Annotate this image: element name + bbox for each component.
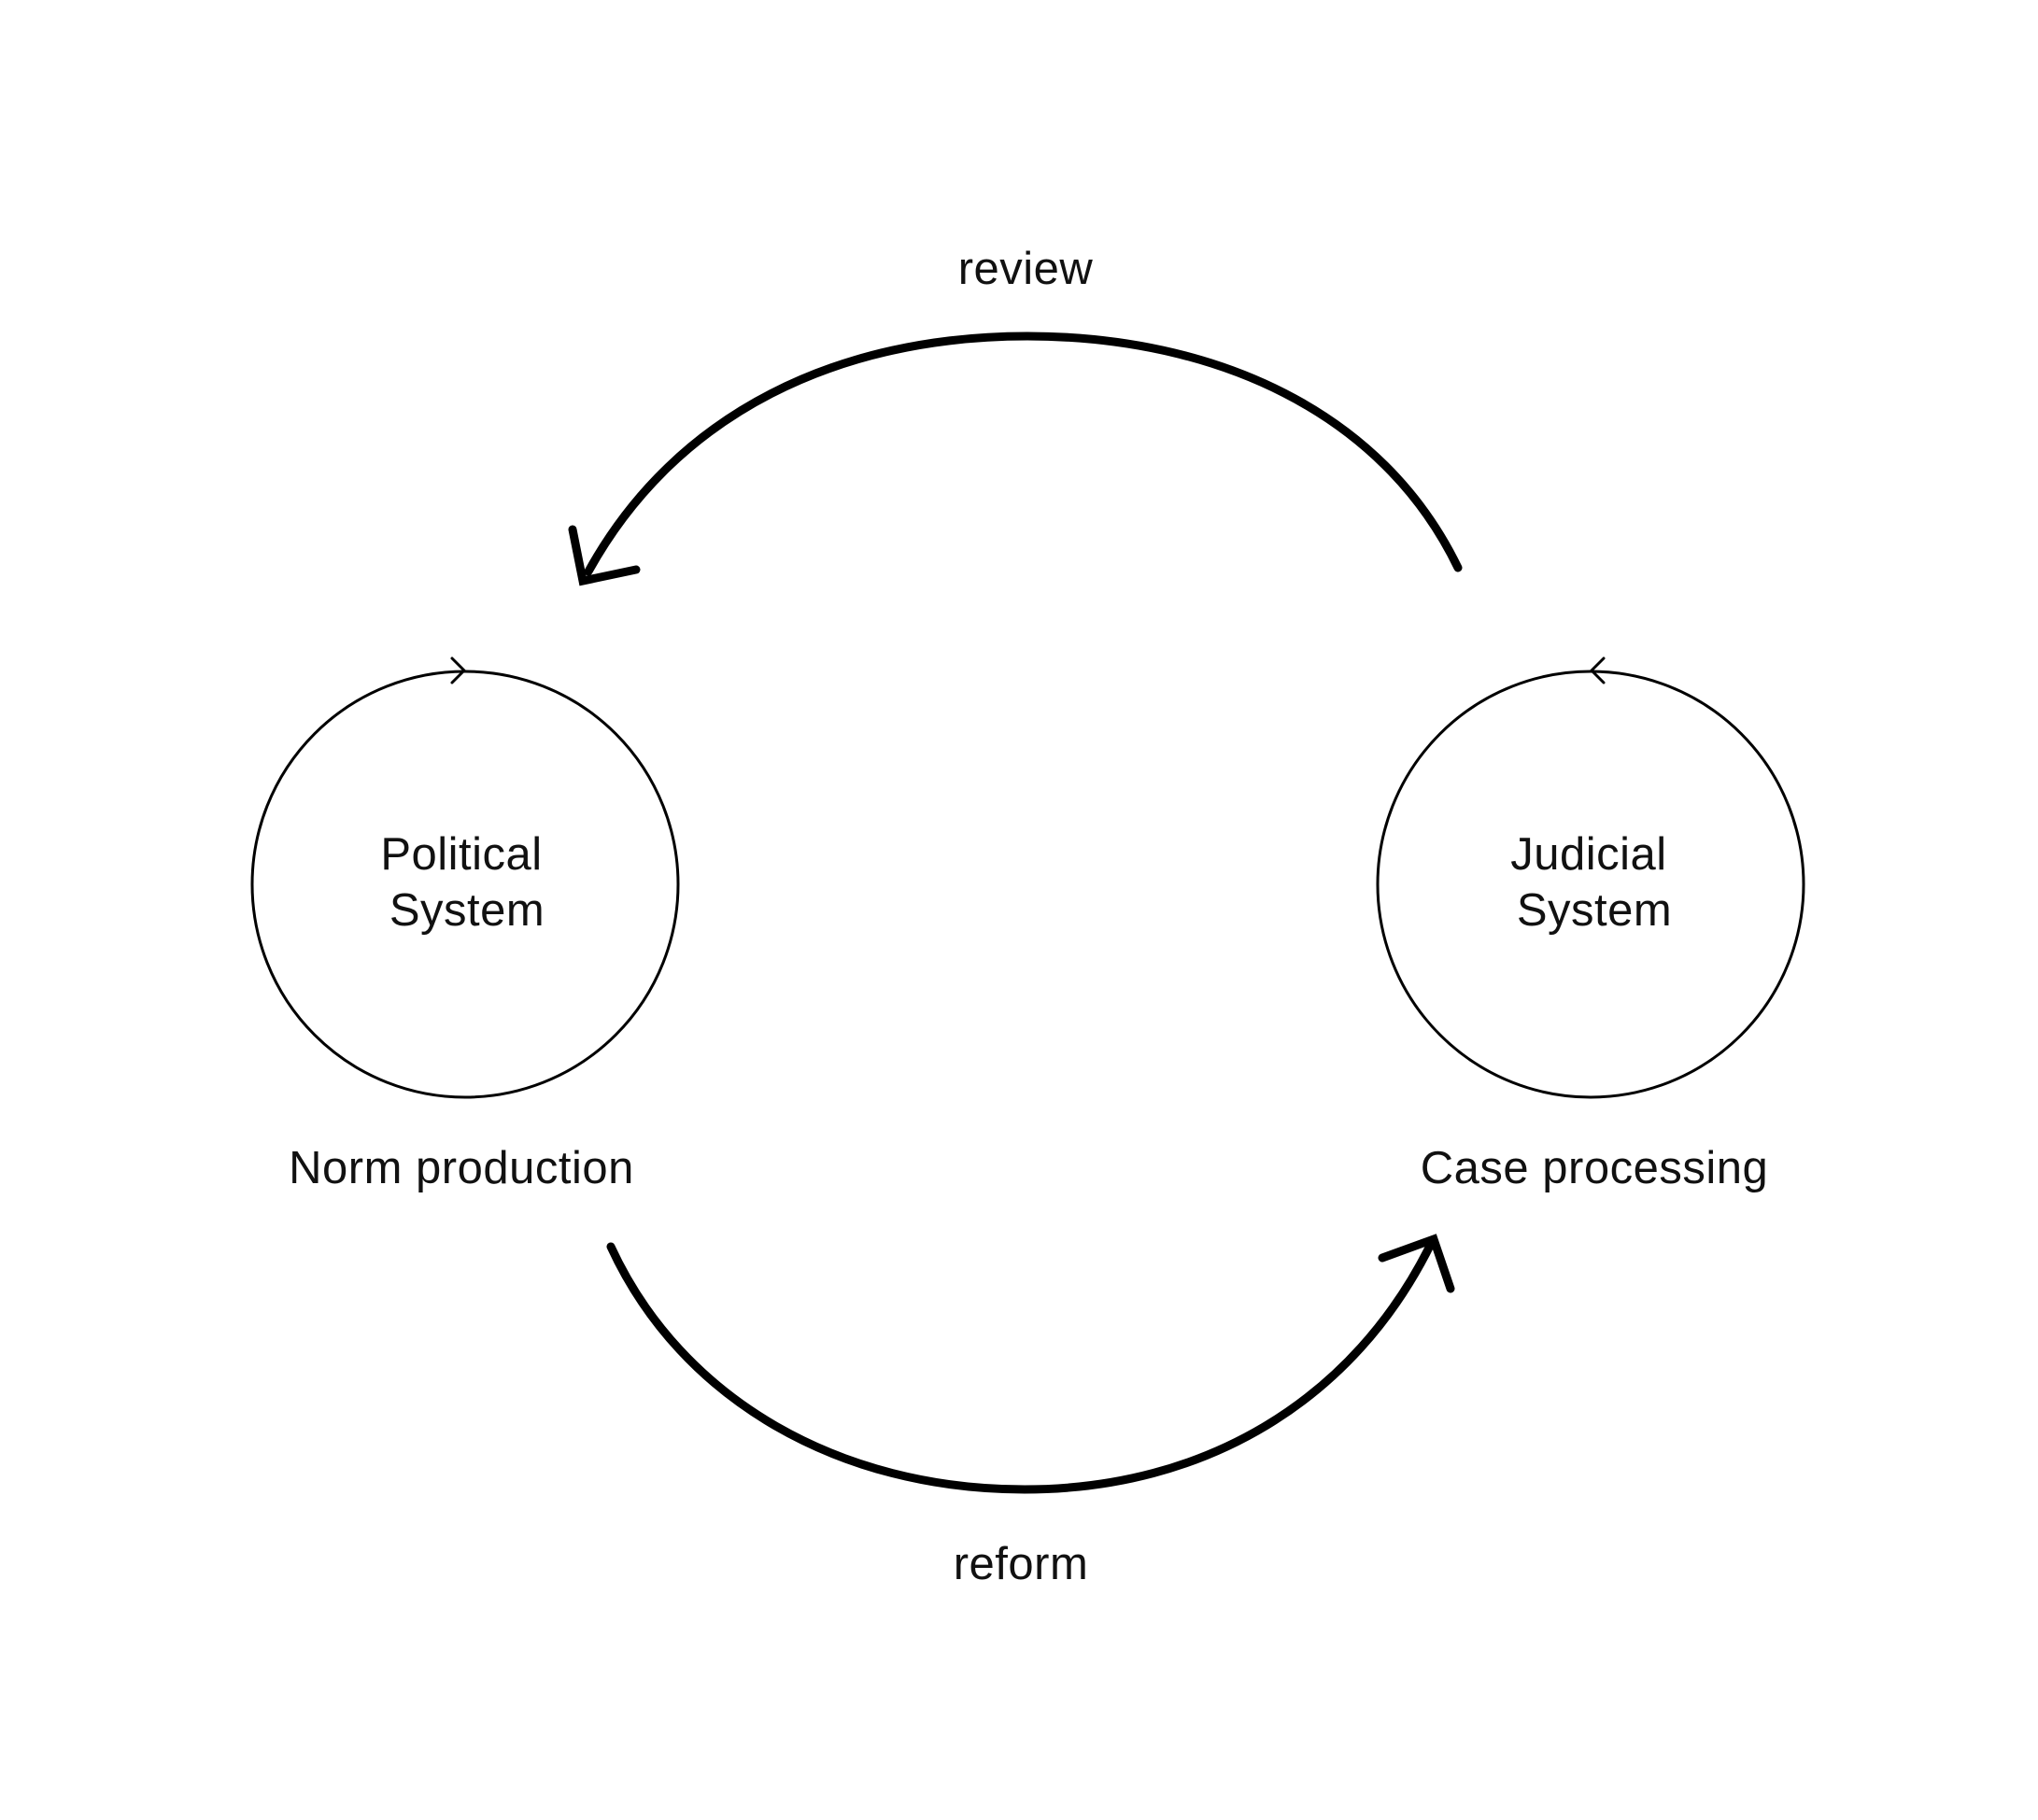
judicial-system-circle (1376, 670, 1805, 1099)
edge-review: review (568, 244, 1463, 586)
review-arrowhead-icon (568, 525, 641, 586)
reform-arc (606, 1237, 1437, 1494)
political-system-circle (250, 670, 680, 1099)
reform-arrowhead-icon (1378, 1234, 1455, 1293)
political-system-label-line2: System (389, 885, 545, 936)
political-system-caption: Norm production (289, 1143, 634, 1193)
judicial-cycle-arrow-icon (1590, 656, 1606, 684)
political-system-label-line1: Political (380, 829, 542, 880)
review-arc (584, 332, 1463, 576)
judicial-system-label-line1: Judicial (1510, 829, 1666, 880)
edge-reform: reform (606, 1234, 1455, 1589)
reform-label: reform (954, 1539, 1089, 1589)
node-political-system: Political System Norm production (250, 656, 680, 1193)
review-label: review (958, 244, 1094, 294)
judicial-system-label-line2: System (1517, 885, 1672, 936)
judicial-system-caption: Case processing (1421, 1143, 1768, 1193)
political-cycle-arrow-icon (450, 656, 466, 684)
node-judicial-system: Judicial System Case processing (1376, 656, 1805, 1193)
